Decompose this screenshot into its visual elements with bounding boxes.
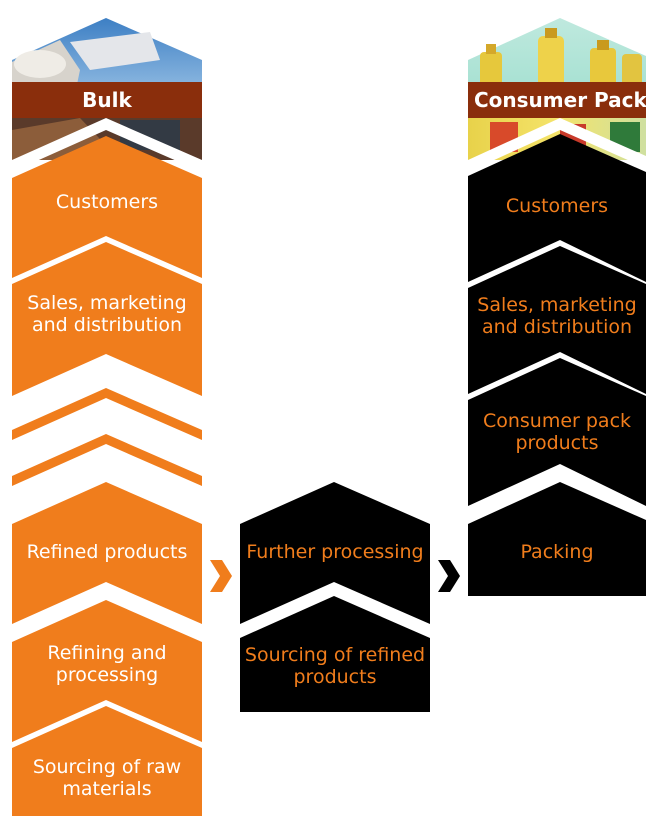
bulk-step-sales-shape [12, 242, 202, 396]
bulk-step-sales-marketing: Sales, marketing and distribution [27, 292, 187, 336]
chevron-right-icon [438, 560, 460, 592]
middle-step-sourcing-refined: Sourcing of refined products [244, 644, 426, 688]
bulk-step-customers-shape [12, 136, 202, 278]
middle-step-further-processing-shape [240, 482, 430, 624]
consumer-step-pack-products-shape [468, 358, 646, 506]
bulk-spacer-chevron-1 [12, 388, 202, 440]
bulk-step-customers: Customers [55, 191, 159, 213]
bulk-column [12, 136, 202, 816]
bulk-header-title: Bulk [82, 88, 132, 112]
consumer-step-pack-products: Consumer pack products [482, 410, 632, 454]
bulk-step-refining-shape [12, 600, 202, 742]
middle-step-sourcing-refined-shape [240, 596, 430, 712]
consumer-step-sales-shape [468, 246, 646, 394]
consumer-step-customers-shape [468, 134, 646, 282]
bulk-step-refined-products: Refined products [26, 541, 188, 563]
bulk-step-sourcing-raw-shape [12, 706, 202, 816]
bulk-step-refined-products-shape [12, 482, 202, 624]
consumer-step-packing: Packing [520, 541, 594, 563]
consumer-step-packing-shape [468, 482, 646, 596]
bulk-spacer-chevron-2 [12, 434, 202, 486]
consumer-header-title: Consumer Pack [474, 88, 646, 112]
chevron-right-icon [210, 560, 232, 592]
consumer-step-sales-marketing: Sales, marketing and distribution [477, 294, 637, 338]
bulk-step-sourcing-raw: Sourcing of raw materials [32, 756, 182, 800]
consumer-column [468, 134, 646, 596]
consumer-step-customers: Customers [505, 195, 609, 217]
bulk-step-refining-processing: Refining and processing [47, 642, 167, 686]
middle-step-further-processing: Further processing [246, 541, 424, 563]
middle-column [240, 482, 430, 712]
bulk-header-photo [12, 18, 202, 172]
